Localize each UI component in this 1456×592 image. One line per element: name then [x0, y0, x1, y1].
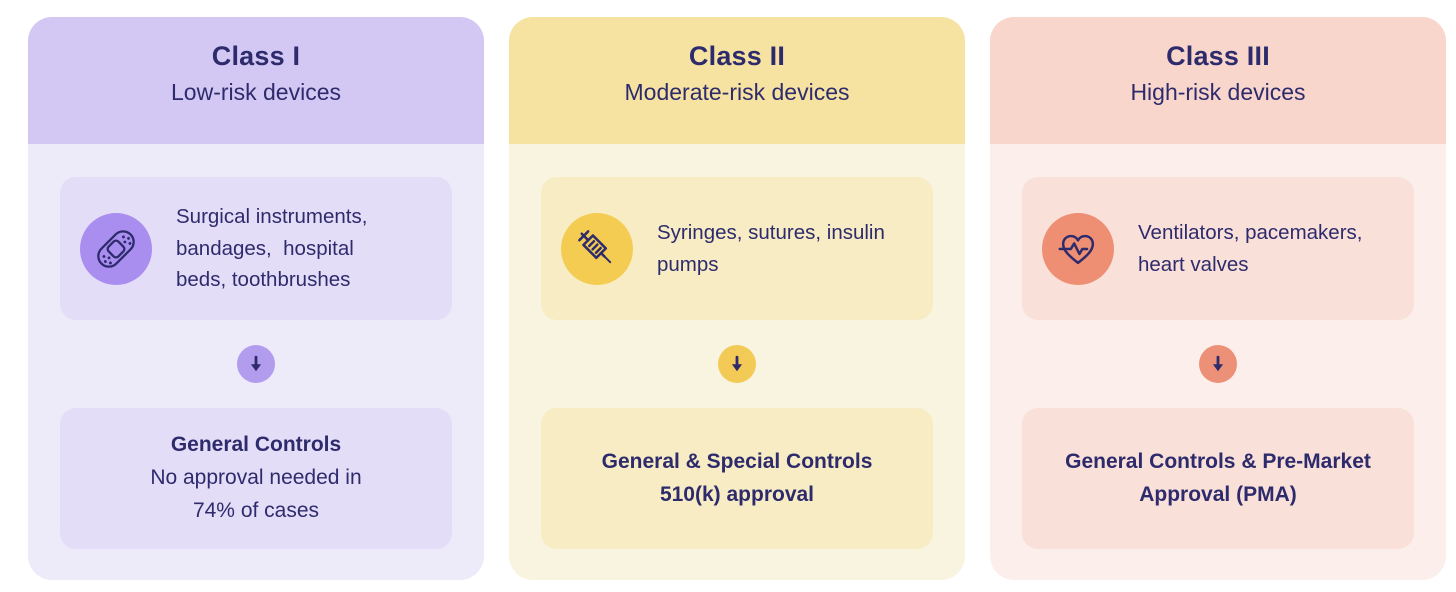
controls-detail: No approval needed in 74% of cases [150, 466, 362, 522]
class-ii-column: Class II Moderate-risk devices [509, 17, 965, 580]
bandage-icon [80, 212, 152, 285]
examples-text: Surgical instruments, bandages, hospital… [176, 204, 368, 292]
controls-title: General & Special Controls 510(k) approv… [601, 449, 873, 506]
class-ii-examples-card: Syringes, sutures, insulin pumps [541, 177, 933, 320]
column-subtitle: Low-risk devices [171, 79, 341, 105]
examples-text: Ventilators, pacemakers, heart valves [1138, 220, 1363, 276]
class-iii-examples-card: Ventilators, pacemakers, heart valves [1022, 177, 1414, 320]
down-arrow-icon [237, 345, 275, 383]
down-arrow-icon [718, 345, 756, 383]
examples-text: Syringes, sutures, insulin pumps [657, 220, 885, 276]
class-ii-controls-card: General & Special Controls 510(k) approv… [541, 408, 933, 549]
controls-title: General Controls & Pre-Market Approval (… [1065, 449, 1371, 506]
column-subtitle: Moderate-risk devices [624, 79, 850, 105]
column-title: Class I [211, 41, 301, 71]
column-subtitle: High-risk devices [1130, 79, 1306, 105]
class-ii-header: Class II Moderate-risk devices [509, 17, 965, 144]
column-title: Class III [1166, 41, 1270, 71]
controls-title: General Controls [170, 433, 342, 457]
class-iii-body: Ventilators, pacemakers, heart valves Ge… [990, 144, 1446, 580]
class-i-column: Class I Low-risk devices [28, 17, 484, 580]
class-i-body: Surgical instruments, bandages, hospital… [28, 144, 484, 580]
down-arrow-icon [1199, 345, 1237, 383]
class-i-header: Class I Low-risk devices [28, 17, 484, 144]
column-title: Class II [688, 41, 786, 71]
class-ii-body: Syringes, sutures, insulin pumps General… [509, 144, 965, 580]
class-iii-header: Class III High-risk devices [990, 17, 1446, 144]
heart-pulse-icon [1042, 212, 1114, 285]
class-iii-column: Class III High-risk devices Ventilators,… [990, 17, 1446, 580]
class-i-examples-card: Surgical instruments, bandages, hospital… [60, 177, 452, 320]
syringe-icon [561, 212, 633, 285]
class-i-controls-card: General Controls No approval needed in 7… [60, 408, 452, 549]
class-iii-controls-card: General Controls & Pre-Market Approval (… [1022, 408, 1414, 549]
